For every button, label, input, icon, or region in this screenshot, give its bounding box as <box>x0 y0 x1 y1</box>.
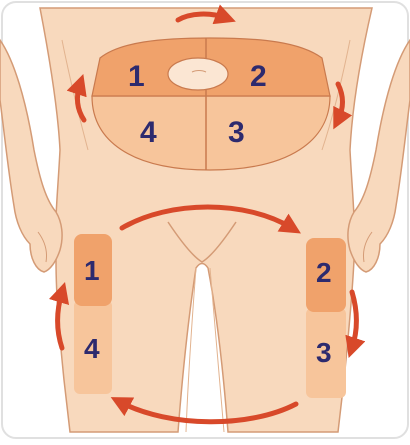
abdomen-zone-2-label: 2 <box>250 60 267 93</box>
abdomen-zones: 1 2 4 3 <box>92 38 330 170</box>
right-thigh-zone-3-label: 3 <box>316 337 332 368</box>
navel <box>168 58 228 90</box>
left-thigh-zones: 1 4 <box>74 234 112 394</box>
right-thigh-zone-2-label: 2 <box>316 257 332 288</box>
right-thigh-zones: 2 3 <box>306 238 346 398</box>
left-thigh-zone-4-label: 4 <box>84 333 100 364</box>
abdomen-zone-1-label: 1 <box>128 60 145 93</box>
abdomen-zone-3-label: 3 <box>228 116 245 149</box>
left-thigh-zone-1-label: 1 <box>84 255 100 286</box>
abdomen-zone-4-label: 4 <box>140 116 157 149</box>
